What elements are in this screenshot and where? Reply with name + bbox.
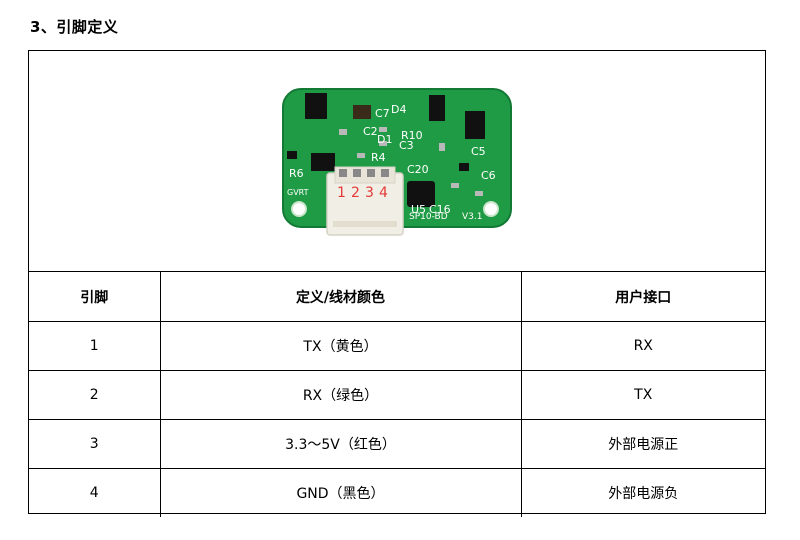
table-header-row: 引脚 定义/线材颜色 用户接口 <box>29 272 765 322</box>
header-interface: 用户接口 <box>521 272 765 322</box>
silk-label: C16 <box>429 203 451 216</box>
mounting-hole <box>483 201 499 217</box>
pin-cell: 1 <box>29 321 161 371</box>
version-text: V3.1 <box>462 212 482 222</box>
silk-label: C3 <box>399 139 414 152</box>
chip <box>305 93 327 119</box>
silk-label: GVRT <box>287 188 309 197</box>
chip <box>465 111 485 139</box>
silk-label: D4 <box>391 103 406 116</box>
table-row: 4 GND（黑色） 外部电源负 <box>29 468 765 517</box>
connector-pin-number: 3 <box>365 185 374 201</box>
chip <box>353 105 371 119</box>
model-text: SP10-BD <box>409 212 448 222</box>
header-pin: 引脚 <box>29 272 161 322</box>
silk-label: R4 <box>371 151 386 164</box>
interface-cell: 外部电源正 <box>521 419 765 469</box>
silk-label: C7 <box>375 107 390 120</box>
definition-cell: RX（绿色） <box>160 370 522 420</box>
mounting-hole <box>291 201 307 217</box>
definition-cell: 3.3～5V（红色） <box>160 419 522 469</box>
interface-cell: TX <box>521 370 765 420</box>
silk-label: U5 <box>411 203 426 216</box>
connector-pin-number: 4 <box>379 185 388 201</box>
sensor-chip <box>407 181 435 207</box>
pin-cell: 2 <box>29 370 161 420</box>
chip <box>429 95 445 121</box>
definition-cell: GND（黑色） <box>160 468 522 517</box>
table-row: 3 3.3～5V（红色） 外部电源正 <box>29 419 765 469</box>
table-row: 2 RX（绿色） TX <box>29 370 765 420</box>
silk-label: R10 <box>401 129 423 142</box>
pin-table: 引脚 定义/线材颜色 用户接口 1 TX（黄色） RX 2 RX（绿色） TX … <box>29 272 765 517</box>
silk-label: C2 <box>363 125 378 138</box>
pin-cell: 3 <box>29 419 161 469</box>
silk-label: C20 <box>407 163 429 176</box>
definition-cell: TX（黄色） <box>160 321 522 371</box>
silk-label: R6 <box>289 167 304 180</box>
section-title: 3、引脚定义 <box>30 18 119 36</box>
interface-cell: RX <box>521 321 765 371</box>
pin-cell: 4 <box>29 468 161 517</box>
connector-pin-number: 1 <box>337 185 346 201</box>
silk-label: C5 <box>471 145 486 158</box>
header-definition: 定义/线材颜色 <box>160 272 522 322</box>
interface-cell: 外部电源负 <box>608 486 679 502</box>
chip <box>311 153 335 171</box>
table-row: 1 TX（黄色） RX <box>29 321 765 371</box>
silk-label: D1 <box>377 133 392 146</box>
connector-pin-number: 2 <box>351 185 360 201</box>
silk-label: C6 <box>481 169 496 182</box>
